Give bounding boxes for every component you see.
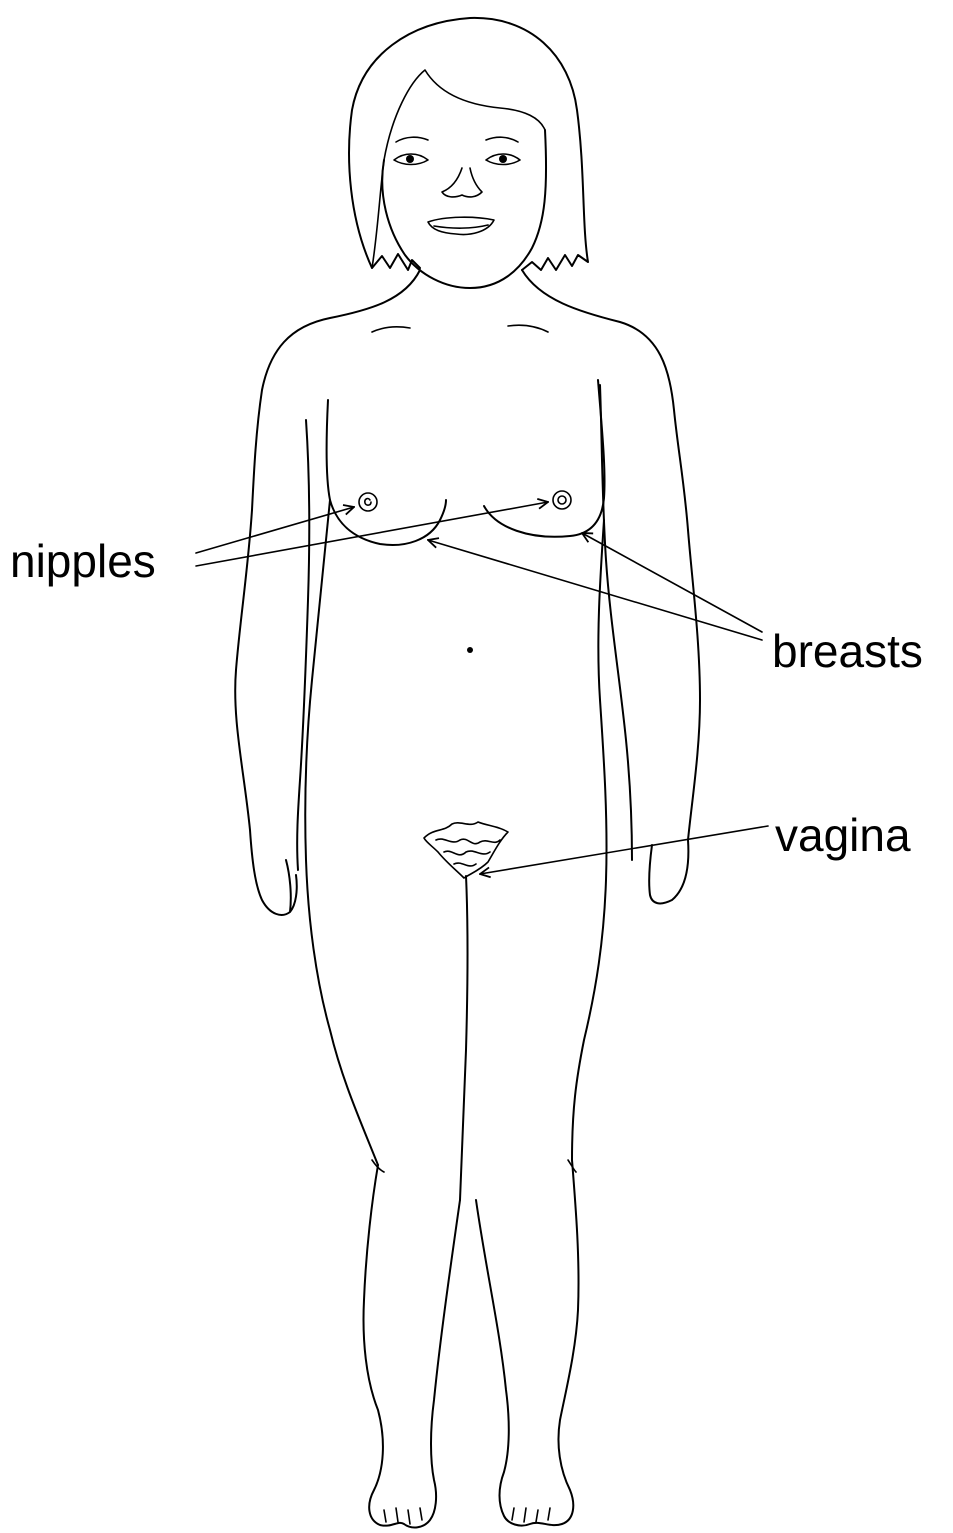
right-leg bbox=[476, 1160, 579, 1526]
breasts-arrow-left bbox=[428, 540, 762, 640]
hair bbox=[349, 18, 588, 270]
nipples-arrow-left bbox=[196, 507, 354, 553]
nipples-arrow-right bbox=[196, 502, 548, 566]
torso-left bbox=[305, 500, 378, 1165]
leg-gap bbox=[460, 876, 468, 1200]
neck-shoulders bbox=[252, 270, 420, 510]
hair-fringe bbox=[372, 70, 545, 268]
mouth bbox=[428, 217, 494, 234]
left-leg bbox=[364, 1165, 460, 1527]
torso-right bbox=[572, 520, 607, 1160]
right-pupil bbox=[499, 155, 507, 163]
left-nipple bbox=[359, 493, 377, 511]
right-breast bbox=[484, 380, 605, 537]
nose bbox=[442, 168, 482, 197]
pubic-hair bbox=[424, 822, 508, 878]
toes-left bbox=[384, 1508, 422, 1524]
label-nipples: nipples bbox=[10, 538, 156, 584]
toes-right bbox=[512, 1508, 550, 1522]
right-nipple bbox=[553, 491, 571, 509]
left-arm bbox=[235, 420, 309, 915]
collarbone-left bbox=[372, 327, 410, 332]
collarbone-right bbox=[508, 325, 548, 332]
breasts-arrow-right bbox=[582, 533, 762, 632]
right-arm bbox=[600, 385, 700, 903]
label-breasts: breasts bbox=[772, 628, 923, 674]
left-pupil bbox=[406, 155, 414, 163]
right-eyebrow bbox=[486, 137, 518, 142]
vagina-arrow bbox=[480, 826, 768, 874]
belly-button bbox=[467, 647, 473, 653]
label-vagina: vagina bbox=[775, 812, 911, 858]
left-eyebrow bbox=[396, 137, 428, 142]
